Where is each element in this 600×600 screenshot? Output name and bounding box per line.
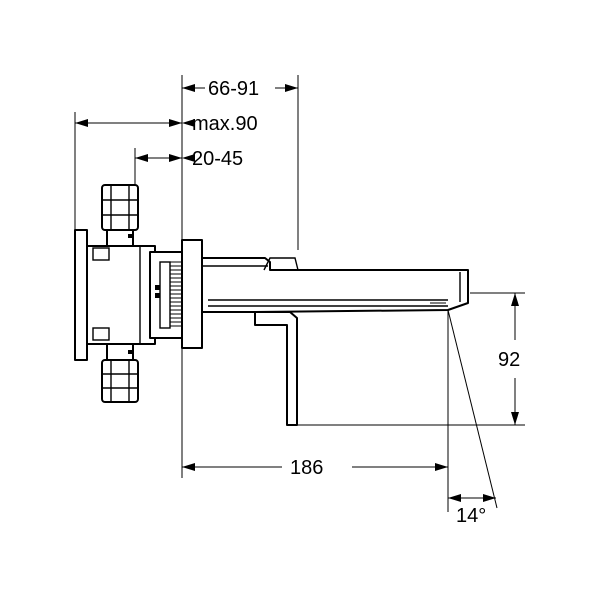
dim-cover-range-label: 20-45 (192, 148, 243, 170)
concealed-body (74, 229, 183, 361)
dim-angle-label: 14° (456, 505, 486, 527)
dim-wall-range-label: 66-91 (208, 78, 259, 100)
dim-max-depth-label: max.90 (192, 113, 258, 135)
bottom-connection-nut (101, 343, 139, 403)
top-connection-nut (101, 184, 139, 247)
dim-projection-label: 186 (290, 457, 323, 479)
wall-rosette (181, 239, 203, 349)
thread-ribs (170, 261, 182, 327)
dimension-lines (75, 84, 519, 502)
dim-spout-height-label: 92 (498, 349, 520, 371)
lever-handle (254, 311, 298, 426)
spout (201, 257, 469, 313)
